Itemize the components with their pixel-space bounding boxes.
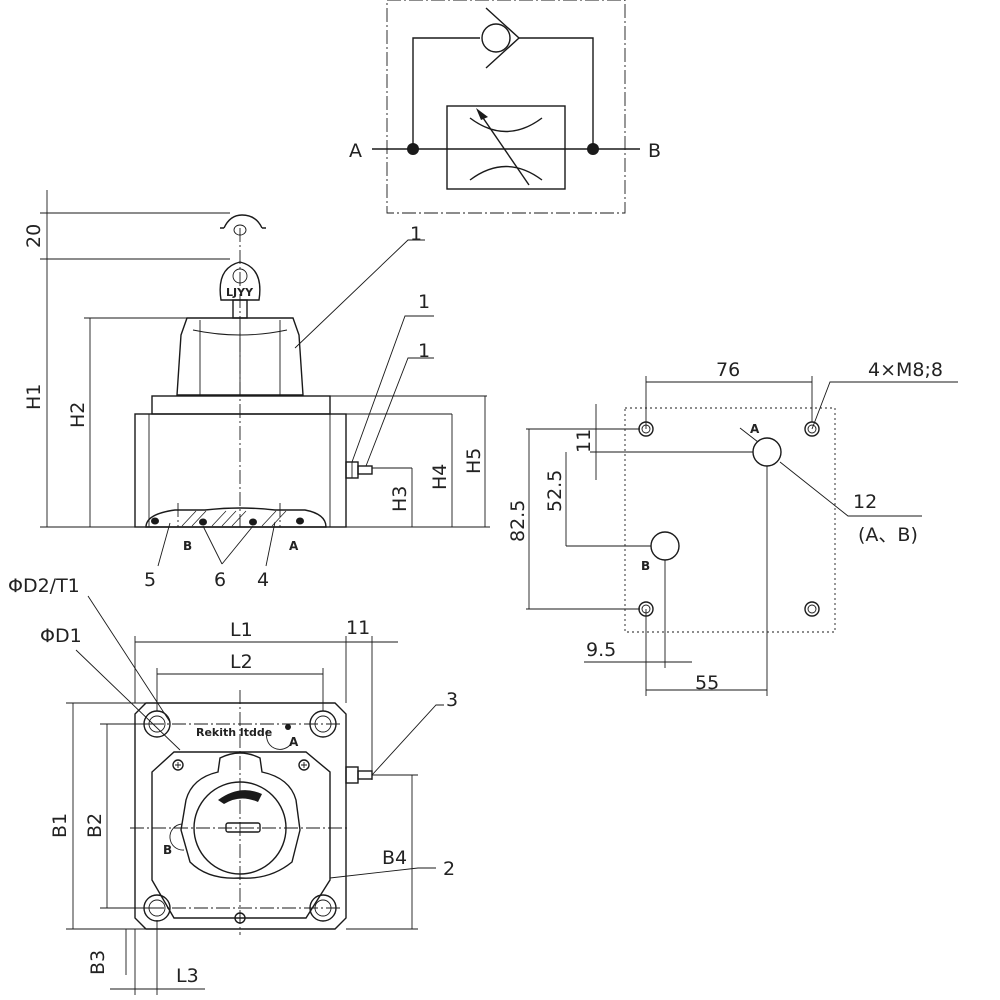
callout-3: 3 (446, 689, 458, 711)
dim-11-top: 11 (346, 617, 370, 639)
junction-a (407, 143, 419, 155)
callout-6: 6 (214, 569, 226, 591)
screw (172, 759, 184, 771)
dim-l3: L3 (176, 965, 199, 987)
dim-82-5: 82.5 (507, 500, 529, 542)
callout-1a: 1 (410, 223, 422, 245)
callout-2: 2 (443, 858, 455, 880)
dim-h3: H3 (389, 486, 411, 512)
knob-slot (225, 822, 261, 833)
dim-l1: L1 (230, 619, 253, 641)
symbol-port-b: B (648, 140, 661, 162)
dim-20: 20 (23, 224, 45, 248)
side-view: LJYY (23, 190, 490, 591)
key-handle-top (223, 214, 263, 229)
dim-h4: H4 (429, 464, 451, 490)
callout-1c: 1 (418, 340, 430, 362)
top-plate (134, 702, 347, 930)
dim-9-5: 9.5 (586, 639, 616, 661)
key-label: LJYY (226, 286, 254, 299)
dim-h2: H2 (67, 402, 89, 428)
dim-b4: B4 (382, 847, 407, 869)
side-port-b: B (183, 539, 192, 553)
callout-5: 5 (144, 569, 156, 591)
brand-text: Rekith ltdde (196, 726, 272, 739)
lock-nut (151, 395, 331, 415)
rotation-arrow (218, 790, 262, 804)
dim-11-mount: 11 (573, 429, 595, 453)
top-body (151, 751, 331, 919)
screw (298, 759, 310, 771)
side-screw-top (345, 766, 359, 784)
dim-d2-t1: ΦD2/T1 (8, 575, 80, 597)
dim-76: 76 (716, 359, 740, 381)
top-port-a: A (289, 735, 299, 749)
mounting-face (624, 407, 836, 633)
mount-port-a: A (750, 422, 760, 436)
check-valve-ball (481, 23, 511, 53)
port-b-hole (650, 531, 680, 561)
throttle-box (446, 105, 566, 190)
top-knob (180, 752, 301, 879)
thread-hole (804, 601, 820, 617)
dim-55: 55 (695, 672, 719, 694)
dim-thread: 4×M8;8 (868, 359, 943, 381)
dim-b1: B1 (49, 813, 71, 838)
o-ring (249, 518, 257, 526)
dim-h1: H1 (23, 384, 45, 410)
port-a-hole (752, 437, 782, 467)
valve-body (134, 413, 347, 528)
callout-1b: 1 (418, 291, 430, 313)
dim-52-5: 52.5 (544, 470, 566, 512)
dim-l2: L2 (230, 651, 253, 673)
top-view: Rekith ltdde A B L1 (8, 575, 458, 995)
o-ring (199, 518, 207, 526)
dim-b2: B2 (84, 813, 106, 838)
mount-port-b: B (641, 559, 650, 573)
adjustable-arrow (478, 111, 530, 186)
side-port-a: A (289, 539, 299, 553)
junction-b (587, 143, 599, 155)
adjusting-knob (176, 317, 304, 396)
callout-12: 12 (853, 491, 877, 513)
callout-4: 4 (257, 569, 269, 591)
mounting-view: A B 76 4×M8;8 11 52.5 82.5 9.5 55 12 (A、… (507, 359, 958, 696)
symbol-port-a: A (349, 140, 362, 162)
dim-d1: ΦD1 (40, 625, 82, 647)
symbol-frame (386, 0, 626, 214)
o-ring (296, 517, 304, 525)
base-seal-section (145, 507, 327, 528)
o-ring (151, 517, 159, 525)
top-port-b: B (163, 843, 172, 857)
dim-b3: B3 (87, 950, 109, 975)
dim-h5: H5 (463, 448, 485, 474)
callout-12-sub: (A、B) (858, 524, 918, 546)
check-valve-seat (485, 7, 521, 69)
hydraulic-symbol: A B (349, 0, 661, 214)
